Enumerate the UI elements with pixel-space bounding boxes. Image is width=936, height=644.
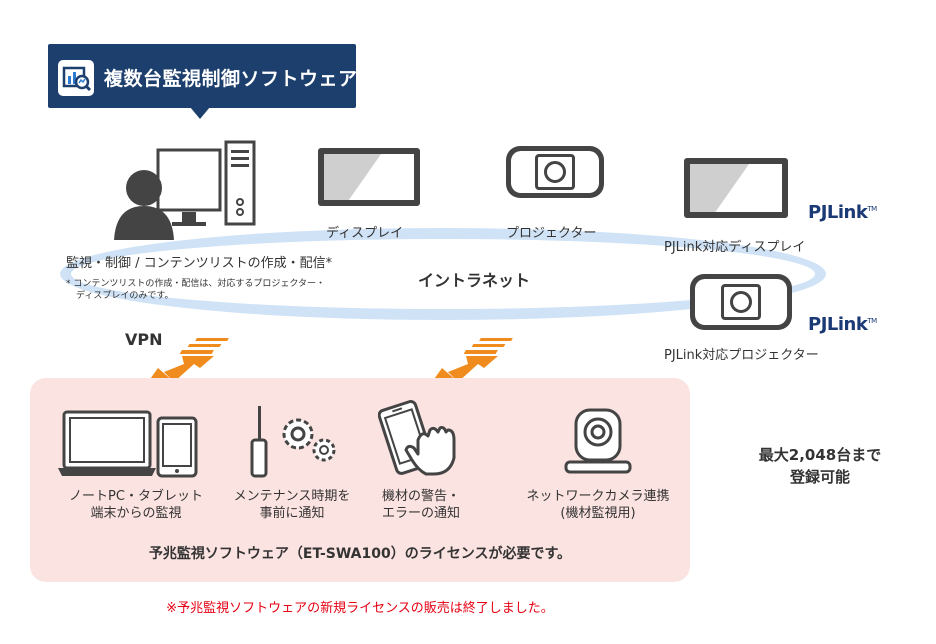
controller-label: 監視・制御 / コンテンツリストの作成・配信* [66,256,333,271]
alert-label: 機材の警告・ エラーの通知 [381,489,460,521]
controller-pc-icon [112,140,262,248]
pjlink-display-label: PJLink対応ディスプレイ [664,240,806,255]
maintenance-label: メンテナンス時期を 事前に通知 [233,489,351,521]
sales-ended-notice: ※予兆監視ソフトウェアの新規ライセンスの販売は終了しました。 [166,601,554,616]
controller-footnote-1: * コンテンツリストの作成・配信は、対応するプロジェクター・ [66,279,326,289]
pjlink-projector-lens-housing [721,284,761,320]
camera-label: ネットワークカメラ連携 (機材監視用) [526,489,670,521]
projector-icon [506,146,604,198]
pc-tablet-label: ノートPC・タブレット 端末からの監視 [69,489,203,521]
pjlink-projector-icon [690,274,792,330]
license-requirement: 予兆監視ソフトウェア（ET-SWA100）のライセンスが必要です。 [148,546,572,562]
laptop-tablet-icon [58,408,208,484]
smartphone-touch-icon [377,400,468,484]
display-icon [318,148,420,206]
pjlink-projector-lens [730,291,752,313]
pjlink-display-icon [684,158,788,218]
controller-footnote-2: ディスプレイのみです。 [76,291,174,301]
projector-lens-housing [535,154,575,190]
banner-pointer [190,107,210,119]
intranet-ring [60,228,826,320]
display-label: ディスプレイ [326,226,404,241]
maintenance-tools-icon [248,404,344,484]
intranet-label: イントラネット [418,271,531,290]
title-banner [48,44,356,108]
vpn-label: VPN [125,330,163,349]
network-camera-icon [562,404,634,482]
banner-title: 複数台監視制御ソフトウェア [104,68,358,90]
projector-label: プロジェクター [506,226,597,241]
capacity-label: 最大2,048台まで 登録可能 [758,446,882,486]
pjlink-display-screen [690,164,782,212]
projector-lens [544,161,566,183]
pjlink-logo-display: PJLinkTM [808,202,877,223]
display-screen [324,154,414,200]
pjlink-projector-label: PJLink対応プロジェクター [664,348,819,363]
pjlink-logo-projector: PJLinkTM [808,314,877,335]
monitor-chart-icon [58,60,94,96]
